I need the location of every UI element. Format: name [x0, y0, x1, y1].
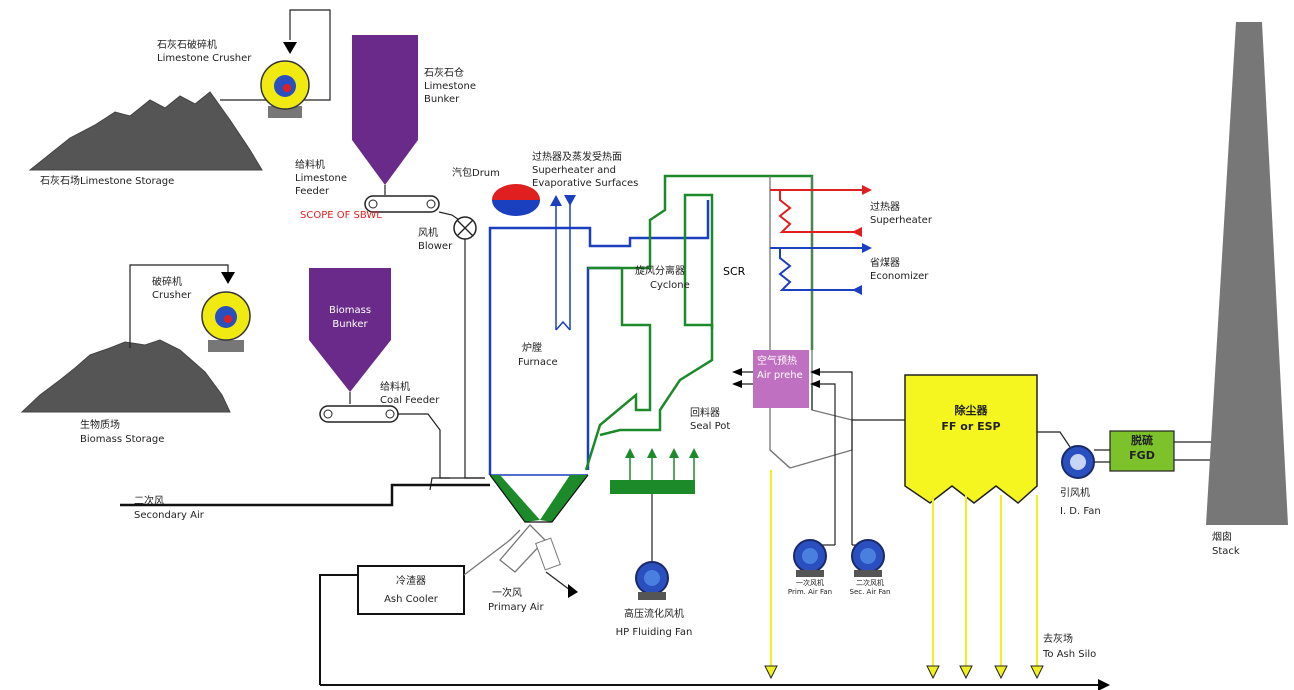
drum-label: 汽包Drum [452, 168, 500, 179]
secondary-air-label-cn: 二次风 [134, 496, 164, 507]
scr-label: SCR [723, 265, 746, 278]
fgd-label-cn: 脱硫 [1131, 434, 1153, 447]
limestone-storage-label: 石灰石场Limestone Storage [40, 176, 175, 187]
economizer-coil [770, 247, 862, 291]
furnace-hopper-right [540, 475, 588, 522]
stack [1206, 22, 1288, 525]
limestone-feeder-label-cn: 给料机 [295, 160, 325, 171]
stack-label-cn: 烟囱 [1212, 532, 1232, 543]
limestone-bunker-label-cn: 石灰石仓 [424, 68, 464, 79]
cyclone-label-en: Cyclone [650, 280, 690, 291]
steam-drum [492, 184, 540, 216]
scope-label: SCOPE OF SBWL [300, 210, 382, 221]
primary-air-label-en: Primary Air [488, 602, 544, 613]
ash-cooler-label-en: Ash Cooler [384, 594, 438, 605]
economizer-label-en: Economizer [870, 271, 929, 282]
furnace-water-wall-inner [586, 266, 620, 470]
superheater-label-en: Superheater [870, 215, 932, 226]
limestone-bunker-label-en1: Limestone [424, 81, 476, 92]
blower-duct [464, 239, 485, 479]
biomass-crusher-hub [224, 315, 232, 323]
prim-fan-label-cn: 一次风机 [796, 579, 824, 587]
coal-feeder-label-en: Coal Feeder [380, 395, 440, 406]
crusher-label-en: Crusher [152, 290, 192, 301]
ash-silo-arrow [1098, 679, 1110, 690]
limestone-feeder-roller-2 [426, 199, 436, 209]
limestone-feeder-roller-1 [368, 199, 378, 209]
secondary-air-fan [851, 539, 885, 577]
secondary-air-duct [120, 483, 490, 507]
prim-fan-label-en: Prim. Air Fan [787, 588, 833, 596]
superheater-coil [770, 189, 862, 233]
biomass-storage-pile [20, 339, 231, 413]
limestone-storage-pile [28, 91, 263, 171]
biomass-bunker [309, 268, 391, 392]
limestone-crusher-hub [283, 84, 291, 92]
biomass-storage-label-en: Biomass Storage [80, 434, 165, 445]
air-preheater-label-en: Air prehe [757, 370, 803, 381]
ash-silo-label-en: To Ash Silo [1043, 649, 1097, 660]
limestone-bunker [352, 35, 418, 185]
ash-drop-lines [770, 470, 1038, 668]
flue-gas-duct-inner [683, 193, 714, 310]
cyclone-label-cn: 旋风分离器 [635, 266, 685, 277]
id-fan-label-cn: 引风机 [1060, 488, 1090, 499]
secondary-air-label-en: Secondary Air [134, 510, 204, 521]
air-preheater-label-cn: 空气预热 [757, 356, 797, 367]
blower-label-en: Blower [418, 241, 453, 252]
stack-label-en: Stack [1212, 546, 1240, 557]
fgd-label-en: FGD [1129, 449, 1155, 462]
fgd-unit [1109, 430, 1175, 472]
hp-fan-label-en: HP Fluiding Fan [615, 627, 693, 638]
limestone-feeder-label-en2: Feeder [295, 186, 330, 197]
biomass-crusher-arrow [221, 272, 235, 284]
superheater-surfaces-label-en2: Evaporative Surfaces [532, 178, 639, 189]
limestone-crusher-base [268, 106, 302, 118]
seal-pot-distributor [610, 480, 695, 494]
hp-fan-label-cn: 高压流化风机 [624, 609, 684, 620]
esp-dust-collector [904, 374, 1038, 504]
ash-silo-label-cn: 去灰场 [1043, 634, 1073, 645]
coal-feed-line [398, 413, 485, 479]
coal-feeder-label-cn: 给料机 [380, 382, 410, 393]
primary-air-fan [793, 539, 835, 577]
blower-label-cn: 风机 [418, 228, 438, 239]
limestone-bunker-label-en2: Bunker [424, 94, 460, 105]
seal-pot-label-cn: 回料器 [690, 408, 720, 419]
primary-air-label-cn: 一次风 [492, 588, 522, 599]
superheater-label-cn: 过热器 [870, 202, 900, 213]
air-preheater [753, 350, 809, 408]
sec-fan-label-cn: 二次风机 [856, 579, 884, 587]
limestone-feeder-label-en1: Limestone [295, 173, 347, 184]
biomass-bunker-label-1: Biomass [328, 305, 372, 316]
id-fan-label-en: I. D. Fan [1060, 506, 1101, 517]
esp-label-cn: 除尘器 [954, 404, 988, 417]
limestone-feeder [364, 195, 440, 213]
economizer-label-cn: 省煤器 [870, 258, 900, 269]
furnace-label-cn: 炉膛 [522, 343, 542, 354]
limestone-crusher-label-en: Limestone Crusher [157, 53, 252, 64]
superheater-surfaces-label-en1: Superheater and [532, 165, 616, 176]
furnace-label-en: Furnace [518, 357, 558, 368]
limestone-crusher-label-cn: 石灰石破碎机 [157, 40, 217, 51]
furnace-water-wall [488, 200, 710, 475]
limestone-crusher-arrow [283, 42, 297, 54]
esp-label-en: FF or ESP [941, 420, 1001, 433]
biomass-bunker-label-2: Bunker [332, 319, 368, 330]
biomass-crusher-base [208, 340, 244, 352]
cyclone [584, 250, 714, 471]
seal-pot-label-en: Seal Pot [690, 421, 731, 432]
furnace-hopper-left [490, 475, 540, 522]
sec-fan-label-en: Sec. Air Fan [849, 588, 891, 596]
ash-cooler-label-cn: 冷渣器 [396, 576, 426, 587]
biomass-storage-label-cn: 生物质场 [80, 420, 120, 431]
crusher-label-cn: 破碎机 [152, 277, 182, 288]
ash-cooler [357, 565, 465, 615]
superheater-surfaces-label-cn: 过热器及蒸发受热面 [532, 152, 622, 163]
